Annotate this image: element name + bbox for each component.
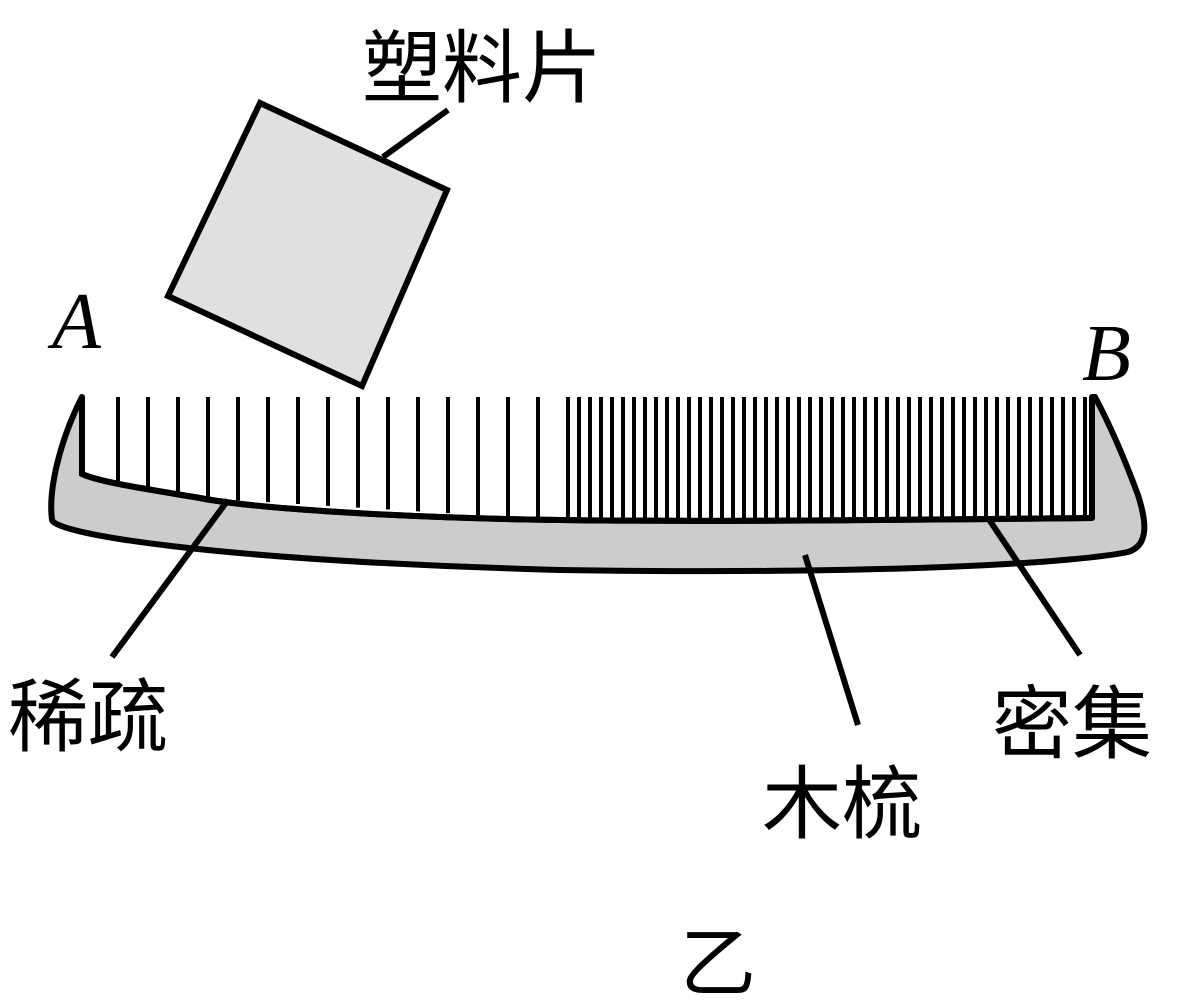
plastic-sheet: [163, 99, 451, 391]
comb-tooth-base: [80, 471, 1093, 524]
wooden-comb-leader: [802, 554, 861, 726]
comb-teeth: [116, 397, 1087, 520]
plastic-sheet-leader: [381, 107, 450, 160]
comb-body: [48, 394, 1148, 575]
figure-label: 乙: [680, 919, 756, 1008]
sparse-label: 稀疏: [8, 671, 168, 764]
wooden-comb-label: 木梳: [762, 758, 922, 851]
point-b-label: B: [1082, 310, 1131, 398]
sparse-leader: [109, 498, 231, 659]
dense-label: 密集: [992, 678, 1152, 771]
plastic-sheet-label: 塑料片: [362, 22, 602, 115]
dense-leader: [985, 516, 1083, 657]
point-a-label: A: [47, 278, 102, 366]
